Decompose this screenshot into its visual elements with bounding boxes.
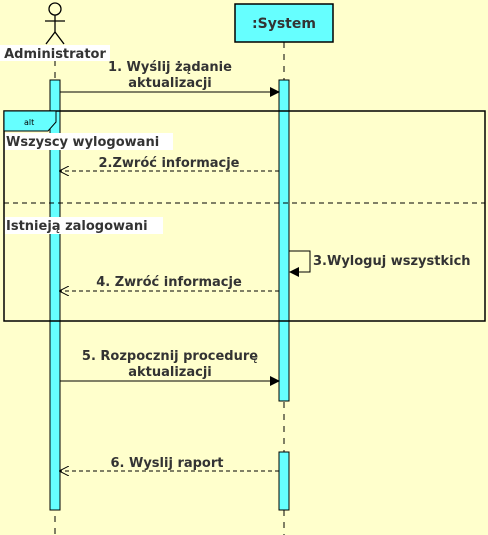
guard-2-label: Istnieją zalogowani xyxy=(6,219,148,234)
message-4-label: 4. Zwróć informacje xyxy=(96,275,242,290)
alt-fragment-tab xyxy=(3,110,57,132)
system-box xyxy=(234,3,334,43)
system-label: :System xyxy=(252,16,316,32)
message-3-self-arrow xyxy=(289,250,311,277)
message-6-label: 6. Wyslij raport xyxy=(110,456,223,471)
system-activation-1 xyxy=(278,79,290,402)
message-5-label-line-1: 5. Rozpocznij procedurę xyxy=(82,349,258,364)
guard-2-bg xyxy=(5,217,163,234)
actor-label: Administrator xyxy=(4,47,106,62)
message-2-label: 2.Zwróć informacje xyxy=(98,156,239,171)
actor-label-bg xyxy=(0,45,110,61)
alt-fragment xyxy=(3,110,486,322)
message-1-label-line-2: aktualizacji xyxy=(128,76,212,91)
message-5-label-line-2: aktualizacji xyxy=(128,365,212,380)
system-activation-2 xyxy=(278,451,290,511)
message-3-label: 3.Wyloguj wszystkich xyxy=(313,254,471,269)
message-1-label-line-1: 1. Wyślij żądanie xyxy=(108,60,232,75)
alt-operator-label: alt xyxy=(24,118,34,127)
actor-stick-figure-icon xyxy=(45,2,65,45)
guard-1-bg xyxy=(5,133,173,150)
guard-1-label: Wszyscy wylogowani xyxy=(6,135,159,150)
